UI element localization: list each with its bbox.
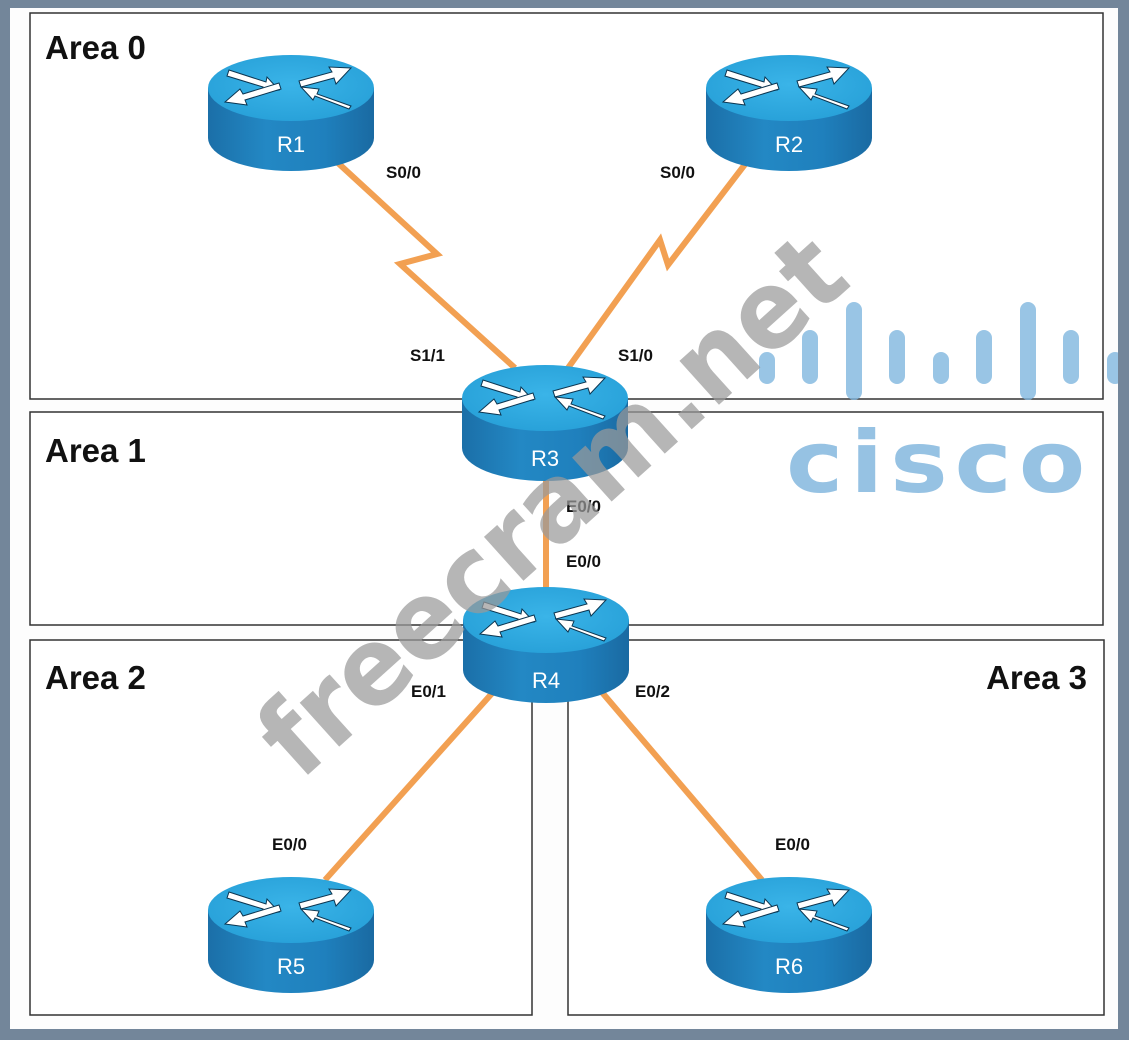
logo-bar: [846, 302, 862, 400]
iface-r3-s1-0: S1/0: [618, 346, 653, 365]
logo-bar: [759, 352, 775, 384]
link-r1-r3-serial: [335, 160, 518, 371]
router-label: R6: [775, 954, 803, 979]
logo-bar: [802, 330, 818, 384]
router-r4[interactable]: R4: [462, 586, 630, 704]
area-label-1: Area 1: [45, 432, 146, 469]
area-label-2: Area 2: [45, 659, 146, 696]
iface-r3-e0-0: E0/0: [566, 497, 601, 516]
area-label-0: Area 0: [45, 29, 146, 66]
network-topology: Area 0 Area 1 Area 2 Area 3 cisco: [29, 12, 1118, 1016]
iface-r4-e0-1: E0/1: [411, 682, 446, 701]
cisco-logo-bars: [759, 302, 1118, 400]
logo-bar: [933, 352, 949, 384]
router-label: R5: [277, 954, 305, 979]
link-r4-r6-ethernet: [597, 688, 765, 882]
logo-bar: [976, 330, 992, 384]
links: [322, 160, 765, 883]
router-label: R3: [531, 446, 559, 471]
iface-r2-s0-0: S0/0: [660, 163, 695, 182]
interface-labels: S0/0 S1/1 S0/0 S1/0 E0/0 E0/0 E0/1 E0/0 …: [272, 163, 810, 854]
link-r2-r3-serial: [565, 161, 749, 370]
router-label: R1: [277, 132, 305, 157]
link-r4-r5-ethernet: [322, 687, 498, 883]
area-label-3: Area 3: [986, 659, 1087, 696]
iface-r4-e0-0: E0/0: [566, 552, 601, 571]
router-label: R4: [532, 668, 560, 693]
router-r5[interactable]: R5: [207, 876, 375, 994]
logo-bar: [889, 330, 905, 384]
diagram-canvas: Area 0 Area 1 Area 2 Area 3 cisco: [10, 8, 1118, 1029]
iface-r4-e0-2: E0/2: [635, 682, 670, 701]
iface-r5-e0-0: E0/0: [272, 835, 307, 854]
logo-bar: [1063, 330, 1079, 384]
iface-r3-s1-1: S1/1: [410, 346, 445, 365]
cisco-logo: cisco: [759, 302, 1118, 513]
cisco-logo-text: cisco: [786, 413, 1092, 513]
logo-bar: [1107, 352, 1118, 384]
router-r6[interactable]: R6: [705, 876, 873, 994]
area-box-0: Area 0: [29, 12, 1104, 400]
router-r2[interactable]: R2: [705, 54, 873, 172]
router-r3[interactable]: R3: [461, 364, 629, 482]
iface-r1-s0-0: S0/0: [386, 163, 421, 182]
router-label: R2: [775, 132, 803, 157]
iface-r6-e0-0: E0/0: [775, 835, 810, 854]
logo-bar: [1020, 302, 1036, 400]
router-r1[interactable]: R1: [207, 54, 375, 172]
